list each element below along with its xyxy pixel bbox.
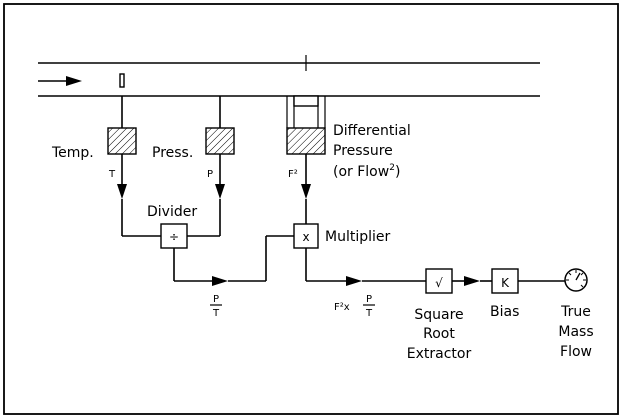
ratio-numerator: P [213, 294, 219, 305]
dp-label-line1: Differential [333, 123, 411, 139]
sqrt-symbol: √ [435, 276, 443, 290]
output-label-line3: Flow [560, 344, 592, 360]
process-pipe [38, 55, 540, 97]
multiplier-block [293, 223, 319, 249]
divider-block [160, 223, 188, 249]
press-label: Press. [152, 145, 193, 161]
divider-wiring [121, 199, 221, 237]
sqrt-to-bias-line [452, 276, 492, 286]
product-numerator: P [366, 294, 372, 305]
dp-label-line3: (or Flow2) [333, 163, 400, 180]
ratio-denominator: T [212, 308, 220, 319]
inlet-arrow-icon [38, 76, 82, 86]
temp-label: Temp. [51, 145, 94, 161]
multiplier-symbol: x [302, 230, 309, 244]
sqrt-label-line3: Extractor [407, 346, 472, 362]
gauge-dial-icon [564, 268, 588, 292]
product-signal-line [305, 248, 426, 286]
sqrt-label-line2: Root [423, 326, 455, 342]
divider-symbol: ÷ [169, 230, 179, 244]
pressure-transmitter [205, 96, 235, 199]
multiplier-label: Multiplier [325, 229, 391, 245]
square-root-extractor-block [425, 268, 453, 294]
dp-label-line3-sup: 2 [389, 163, 395, 173]
diagram-frame [3, 3, 619, 415]
sqrt-label-line1: Square [414, 307, 463, 323]
product-prefix: F²x [334, 302, 350, 313]
bias-label: Bias [490, 304, 519, 320]
f2-signal-label: F² [288, 169, 298, 180]
dp-label-line2: Pressure [333, 143, 393, 159]
temperature-transmitter [107, 96, 137, 199]
dp-transmitter [286, 95, 326, 224]
bias-symbol: K [501, 276, 510, 290]
temperature-probe [119, 73, 125, 88]
t-signal-label: T [108, 169, 116, 180]
dp-label-line3-text: (or Flow [333, 164, 389, 180]
divider-label: Divider [147, 204, 197, 220]
output-label-line2: Mass [558, 324, 593, 340]
ratio-signal-line [173, 235, 294, 286]
product-denominator: T [365, 308, 373, 319]
p-signal-label: P [207, 169, 213, 180]
output-label-line1: True [560, 304, 591, 320]
dp-label-line3-close: ) [395, 164, 400, 180]
